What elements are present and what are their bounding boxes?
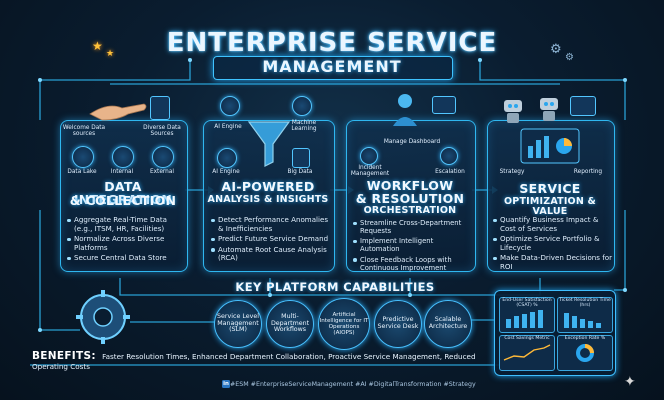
capability-multi-department-workflows: Multi-Department Workflows (266, 300, 314, 348)
kpi-card-label: Exception Rate % (564, 336, 606, 341)
panel-subtitle: ORCHESTRATION (363, 205, 457, 216)
server-icon (112, 146, 134, 168)
panel-subtitle: ANALYSIS & INSIGHTS (207, 194, 329, 205)
gear-icon: ⚙ (565, 52, 574, 63)
panel-title-line2: & COLLECTION (69, 193, 177, 208)
kpi-card-label: End-User Satisfaction (CSAT) % (502, 298, 552, 308)
capability-slm: Service Level Management (SLM) (214, 300, 262, 348)
benefits-text: Faster Resolution Times, Enhanced Depart… (32, 352, 476, 371)
label-external: External (149, 169, 175, 175)
label-ai-engine: AI Engine (212, 169, 240, 175)
panel-title: WORKFLOW (366, 178, 454, 193)
user-icon (393, 94, 417, 126)
page-subtitle: MANAGEMENT (262, 57, 402, 76)
capability-aiops: Artificial Intelligence for IT Operation… (318, 298, 370, 350)
robot-icon (504, 100, 522, 123)
label-big-data: Big Data (287, 169, 313, 175)
bullet-item: Close Feedback Loops with Continuous Imp… (352, 256, 472, 272)
ai-engine-icon (217, 148, 237, 168)
incident-icon (360, 147, 378, 165)
label-machine-learning: Machine Learning (291, 120, 317, 133)
bullet-item: Implement Intelligent Automation (352, 237, 472, 253)
kpi-line (503, 344, 551, 361)
kpi-bars (506, 309, 543, 328)
gear-cluster-icon (76, 290, 130, 344)
checklist-icon (432, 96, 456, 114)
kpi-card-label: Ticket Resolution Time (hrs) (559, 298, 611, 308)
star-icon: ★ (106, 49, 115, 59)
bullet-list: Quantify Business Impact & Cost of Servi… (492, 215, 612, 273)
linkedin-icon: in (222, 380, 230, 388)
panel-data-integration (60, 120, 188, 272)
bullet-item: Detect Performance Anomalies & Inefficie… (210, 215, 332, 233)
ai-chip-icon (220, 96, 240, 116)
label-ai-engine-top: AI Engine (214, 124, 242, 130)
capability-scalable-architecture: Scalable Architecture (424, 300, 472, 348)
database-icon (150, 96, 170, 120)
kpi-card-resolution-time: Ticket Resolution Time (hrs) (557, 297, 613, 333)
label-data-lake: Data Lake (67, 169, 97, 175)
label-manage-dashboard: Manage Dashboard (383, 139, 441, 145)
subtitle-frame (213, 56, 453, 80)
panel-title: AI-POWERED (221, 179, 315, 194)
sparkle-icon: ✦ (624, 374, 636, 390)
panel-title-line2: & RESOLUTION (355, 191, 465, 206)
big-data-icon (292, 148, 310, 168)
panel-title: DATA INTEGRATION (73, 179, 173, 208)
bullet-list: Aggregate Real-Time Data (e.g., ITSM, HR… (66, 215, 184, 265)
label-incident-management: Incident Management (350, 165, 390, 178)
kpi-donut (576, 343, 594, 362)
benefits-row: BENEFITS: Faster Resolution Times, Enhan… (32, 350, 512, 371)
label-internal: Internal (110, 169, 134, 175)
escalation-icon (440, 147, 458, 165)
gear-icon: ⚙ (550, 42, 562, 57)
ai-brain-icon (292, 96, 312, 116)
kpi-dashboard: End-User Satisfaction (CSAT) % Ticket Re… (494, 290, 616, 376)
label-escalation: Escalation (435, 169, 465, 175)
hand-icon (89, 103, 147, 121)
kpi-card-label: Cost Savings Metric (504, 336, 550, 341)
bullet-item: Secure Central Data Store (66, 253, 184, 263)
footer-hashtags: #ESM #EnterpriseServiceManagement #AI #D… (230, 381, 476, 388)
bullet-item: Optimize Service Portfolio & Lifecycle (492, 234, 612, 252)
panel-title: SERVICE (519, 181, 581, 196)
robot-icon (540, 98, 558, 121)
bullet-item: Streamline Cross-Department Requests (352, 219, 472, 235)
capabilities-title: KEY PLATFORM CAPABILITIES (235, 280, 435, 294)
kpi-card-exception-rate: Exception Rate % (557, 335, 613, 371)
bullet-item: Normalize Across Diverse Platforms (66, 234, 184, 252)
panel-workflow (346, 120, 476, 272)
growth-chart-icon (570, 96, 596, 116)
benefits-label: BENEFITS: (32, 350, 96, 362)
globe-icon (152, 146, 174, 168)
label-strategy: Strategy (499, 169, 525, 175)
data-lake-icon (72, 146, 94, 168)
bullet-item: Make Data-Driven Decisions for ROI (492, 253, 612, 271)
panel-subtitle: OPTIMIZATION & VALUE (504, 196, 596, 217)
dashboard-screen-icon (520, 128, 580, 164)
bullet-list: Detect Performance Anomalies & Inefficie… (210, 215, 332, 265)
label-diverse-data-sources: Diverse Data Sources (143, 125, 181, 138)
kpi-card-csat: End-User Satisfaction (CSAT) % (499, 297, 555, 333)
label-reporting: Reporting (573, 169, 603, 175)
bullet-list: Streamline Cross-Department Requests Imp… (352, 219, 472, 274)
bullet-item: Aggregate Real-Time Data (e.g., ITSM, HR… (66, 215, 184, 233)
funnel-icon (247, 121, 291, 167)
bullet-item: Predict Future Service Demand (210, 234, 332, 244)
label-welcome-data-sources: Welcome Data sources (62, 125, 106, 138)
kpi-card-cost-savings: Cost Savings Metric (499, 335, 555, 371)
bullet-item: Automate Root Cause Analysis (RCA) (210, 245, 332, 263)
bullet-item: Quantify Business Impact & Cost of Servi… (492, 215, 612, 233)
kpi-bars (564, 312, 601, 328)
star-icon: ★ (92, 39, 103, 53)
page-title: ENTERPRISE SERVICE (166, 28, 498, 58)
capability-predictive-service-desk: Predictive Service Desk (374, 300, 422, 348)
